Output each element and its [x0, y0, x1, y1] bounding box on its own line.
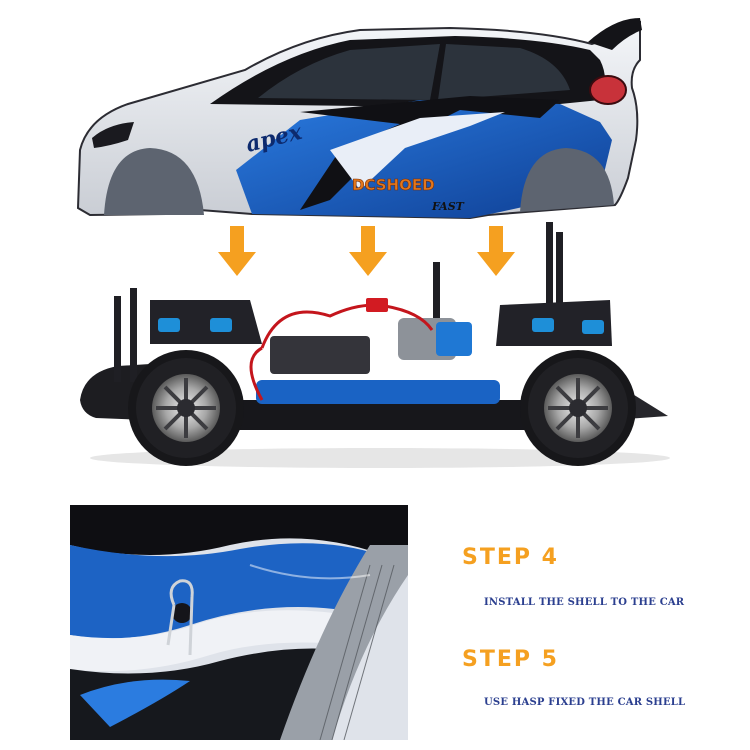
headlight — [92, 122, 134, 148]
battery — [256, 380, 500, 404]
antenna-tube — [433, 262, 440, 354]
step-4-text: INSTALL THE SHELL TO THE CAR — [484, 597, 685, 608]
shell-surface-black — [70, 505, 408, 565]
step-5-title: STEP 5 — [462, 647, 559, 672]
rear-wheel-arch — [520, 148, 614, 212]
red-wire — [249, 346, 264, 401]
car-shell: apex DCSHOED FAST — [76, 18, 642, 220]
body-clip-icon — [166, 579, 194, 656]
body-post — [546, 222, 553, 332]
down-arrow-icon — [477, 226, 515, 276]
shock-cap — [210, 318, 232, 332]
shell-surface-white — [70, 610, 360, 672]
shock-cap — [532, 318, 554, 332]
step-5-text: USE HASP FIXED THE CAR SHELL — [484, 697, 686, 708]
body-clip-closeup — [70, 505, 408, 740]
front-shock-tower — [150, 300, 262, 344]
front-wheel — [128, 350, 244, 466]
shock-cap — [158, 318, 180, 332]
step-4-title: STEP 4 — [462, 545, 559, 570]
motor-heatsink — [436, 322, 472, 356]
body-post-tip — [172, 603, 192, 623]
shell-blue-flame — [80, 679, 190, 727]
shell-white-stripe — [330, 112, 505, 190]
shell-surface-blue — [70, 543, 380, 639]
grille-mesh — [280, 545, 408, 740]
product-illustration: apex DCSHOED FAST — [76, 18, 670, 468]
tail-light — [589, 75, 627, 105]
body-post — [130, 288, 137, 382]
car-chassis — [80, 222, 670, 468]
rear-wheel — [520, 350, 636, 466]
down-arrow-icon — [349, 226, 387, 276]
chassis-plate — [170, 400, 570, 430]
body-post — [556, 232, 563, 332]
side-window — [258, 44, 440, 100]
esc-board — [270, 336, 370, 374]
tag-decal: FAST — [431, 200, 465, 213]
body-post — [114, 296, 121, 382]
red-wire — [260, 303, 434, 349]
shock-cap — [582, 320, 604, 334]
front-wheel-arch — [104, 148, 204, 215]
rear-spoiler — [588, 18, 642, 50]
brand-decal: DCSHOED — [352, 176, 435, 194]
rear-window — [438, 44, 570, 100]
connector — [366, 298, 388, 312]
shell-surface-dark — [70, 648, 350, 740]
down-arrow-icon — [218, 226, 256, 276]
